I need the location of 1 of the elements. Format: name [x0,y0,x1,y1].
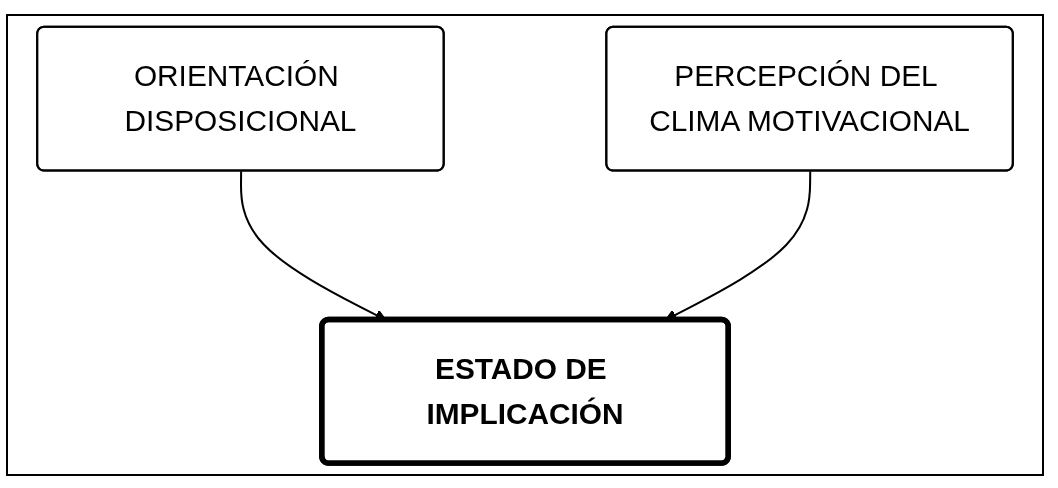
diagram-frame: ORIENTACIÓN DISPOSICIONAL PERCEPCIÓN DEL CLIMA MOTIVACIONAL ESTADO DE IMPLICACIÓN [6,14,1044,476]
